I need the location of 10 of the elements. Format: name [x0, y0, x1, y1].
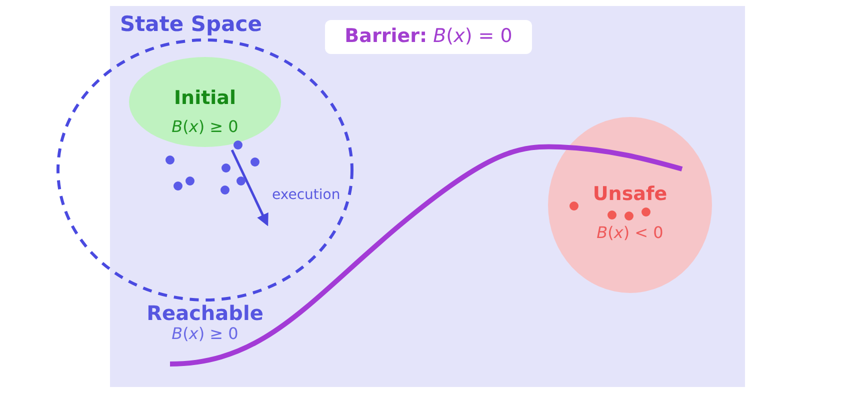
region-label: Reachable — [146, 301, 264, 325]
math-label: B(x) < 0 — [596, 223, 664, 242]
region-label: Initial — [174, 87, 236, 109]
panel-heading: State Space — [120, 12, 262, 36]
math-label: B(x) ≥ 0 — [172, 117, 238, 136]
barrier-equation: Barrier: B(x) = 0 — [344, 25, 512, 47]
math-label: B(x) ≥ 0 — [172, 324, 238, 343]
region-label: Unsafe — [592, 183, 668, 205]
barrier-label — [325, 20, 532, 54]
arrow-label: execution — [272, 187, 340, 203]
